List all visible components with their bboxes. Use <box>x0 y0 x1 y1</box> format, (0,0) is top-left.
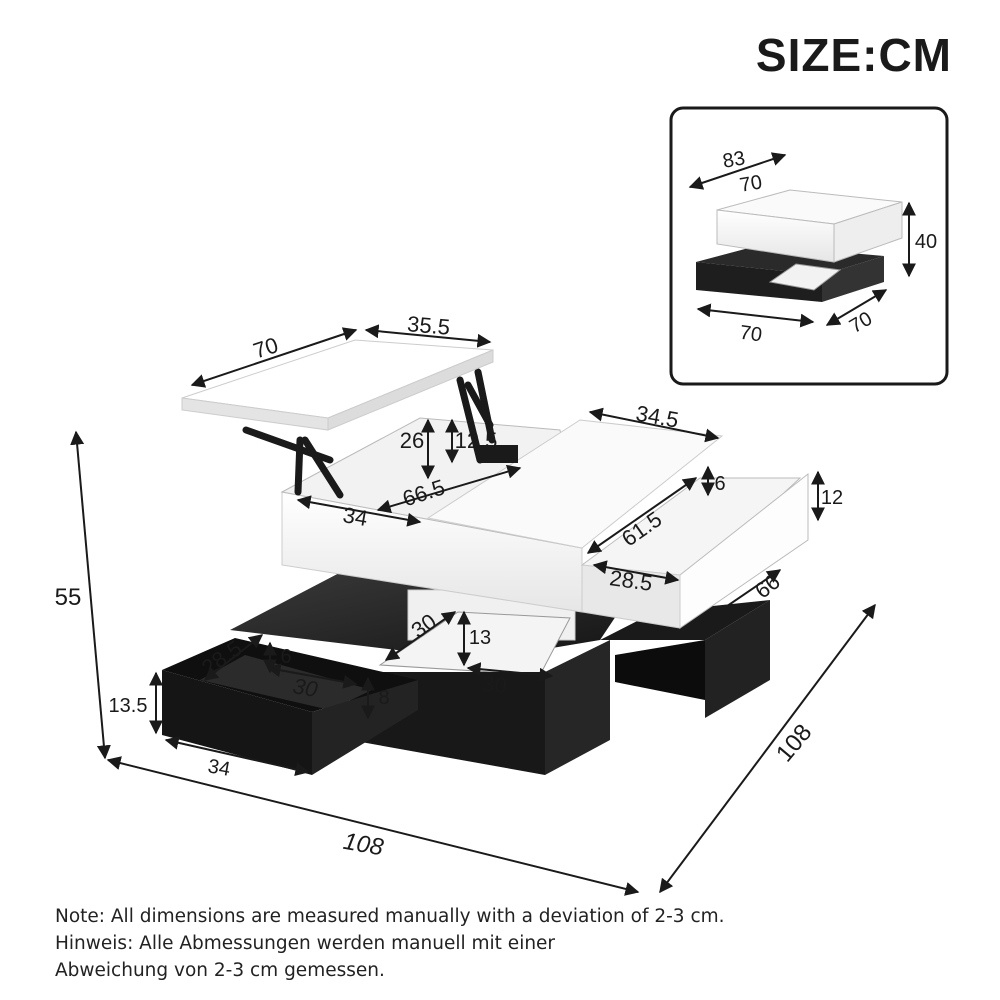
dim-lift-top-length: 70 <box>250 332 281 363</box>
dim-white-drawer-inner-width: 28.5 <box>608 565 654 596</box>
lift-mechanism <box>242 368 518 499</box>
inset-dim-base-length: 70 <box>738 322 763 347</box>
note-line-german-1: Hinweis: Alle Abmessungen werden manuell… <box>55 933 556 954</box>
right-drawer-inside <box>615 640 705 700</box>
note-line-english: Note: All dimensions are measured manual… <box>55 906 725 927</box>
inset-dim-top-length: 83 <box>721 147 747 173</box>
inset-dim-height: 40 <box>915 231 937 253</box>
dim-black-drawer-inner-depth: 8 <box>378 687 389 709</box>
dim-mechanism-height: 12.5 <box>455 428 498 453</box>
lift-top-side <box>327 349 494 431</box>
dim-total-length: 108 <box>341 828 386 862</box>
measurement-note: Note: All dimensions are measured manual… <box>55 903 725 984</box>
dim-center-box-length: 30 <box>481 671 508 698</box>
inset-dim-top-width: 70 <box>738 171 764 197</box>
dim-total-width: 108 <box>771 719 817 767</box>
dim-black-drawer-height: 13.5 <box>109 695 148 717</box>
black-base-side <box>545 640 610 775</box>
dim-lift-top-width: 35.5 <box>406 311 451 340</box>
inset-closed-view: 83 70 40 70 70 <box>669 106 949 386</box>
left-drawer-side <box>312 680 418 775</box>
dimension-lines <box>70 324 876 896</box>
fixed-top-surface <box>426 419 724 549</box>
size-unit-title: SIZE:CM <box>755 29 952 81</box>
dim-black-drawer-inner-length: 30 <box>291 673 320 702</box>
dim-white-drawer-inner-height: 6 <box>714 473 725 495</box>
note-line-german-2: Abweichung von 2-3 cm gemessen. <box>55 960 385 981</box>
dim-total-height: 55 <box>55 584 82 611</box>
dim-cavity-width: 34 <box>341 502 369 531</box>
inset-open-compartment <box>768 263 842 291</box>
dim-white-drawer-height: 12 <box>821 487 843 509</box>
table-body <box>162 339 809 775</box>
dim-black-drawer-inner-height: 6 <box>280 646 291 668</box>
dim-black-drawer-width: 34 <box>206 755 232 781</box>
dim-lift-height: 26 <box>400 428 424 453</box>
dim-center-box-height: 13 <box>469 627 491 649</box>
